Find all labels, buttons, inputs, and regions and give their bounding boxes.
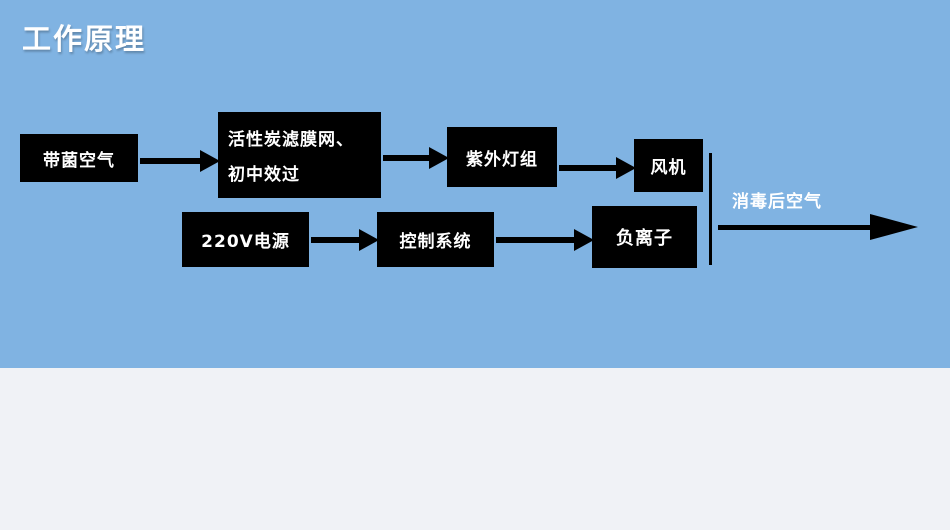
node-contaminated-air: 带菌空气 bbox=[20, 134, 138, 182]
node-power-supply: 220V电源 bbox=[182, 212, 309, 267]
node-control-system: 控制系统 bbox=[377, 212, 494, 267]
arrow-head-icon bbox=[574, 229, 594, 251]
collector-line bbox=[709, 153, 712, 265]
arrow-shaft bbox=[140, 158, 202, 164]
page-title: 工作原理 bbox=[22, 22, 147, 56]
arrow-shaft bbox=[383, 155, 431, 161]
arrow-head-icon bbox=[429, 147, 449, 169]
node-fan: 风机 bbox=[634, 139, 703, 192]
node-negative-ion: 负离子 bbox=[592, 206, 697, 268]
arrow-head-icon bbox=[616, 157, 636, 179]
arrow-head-icon bbox=[359, 229, 379, 251]
arrow-head-icon bbox=[200, 150, 220, 172]
node-filter-line2: 初中效过 bbox=[228, 165, 300, 185]
output-air-label: 消毒后空气 bbox=[732, 192, 822, 212]
arrow-shaft bbox=[496, 237, 576, 243]
node-uv-lamp-group: 紫外灯组 bbox=[447, 127, 557, 187]
node-filter: 活性炭滤膜网、 初中效过 bbox=[218, 112, 381, 198]
arrow-head-icon bbox=[870, 214, 918, 240]
arrow-shaft bbox=[311, 237, 361, 243]
arrow-shaft bbox=[718, 224, 874, 230]
node-filter-line1: 活性炭滤膜网、 bbox=[228, 130, 354, 150]
arrow-shaft bbox=[559, 165, 618, 171]
